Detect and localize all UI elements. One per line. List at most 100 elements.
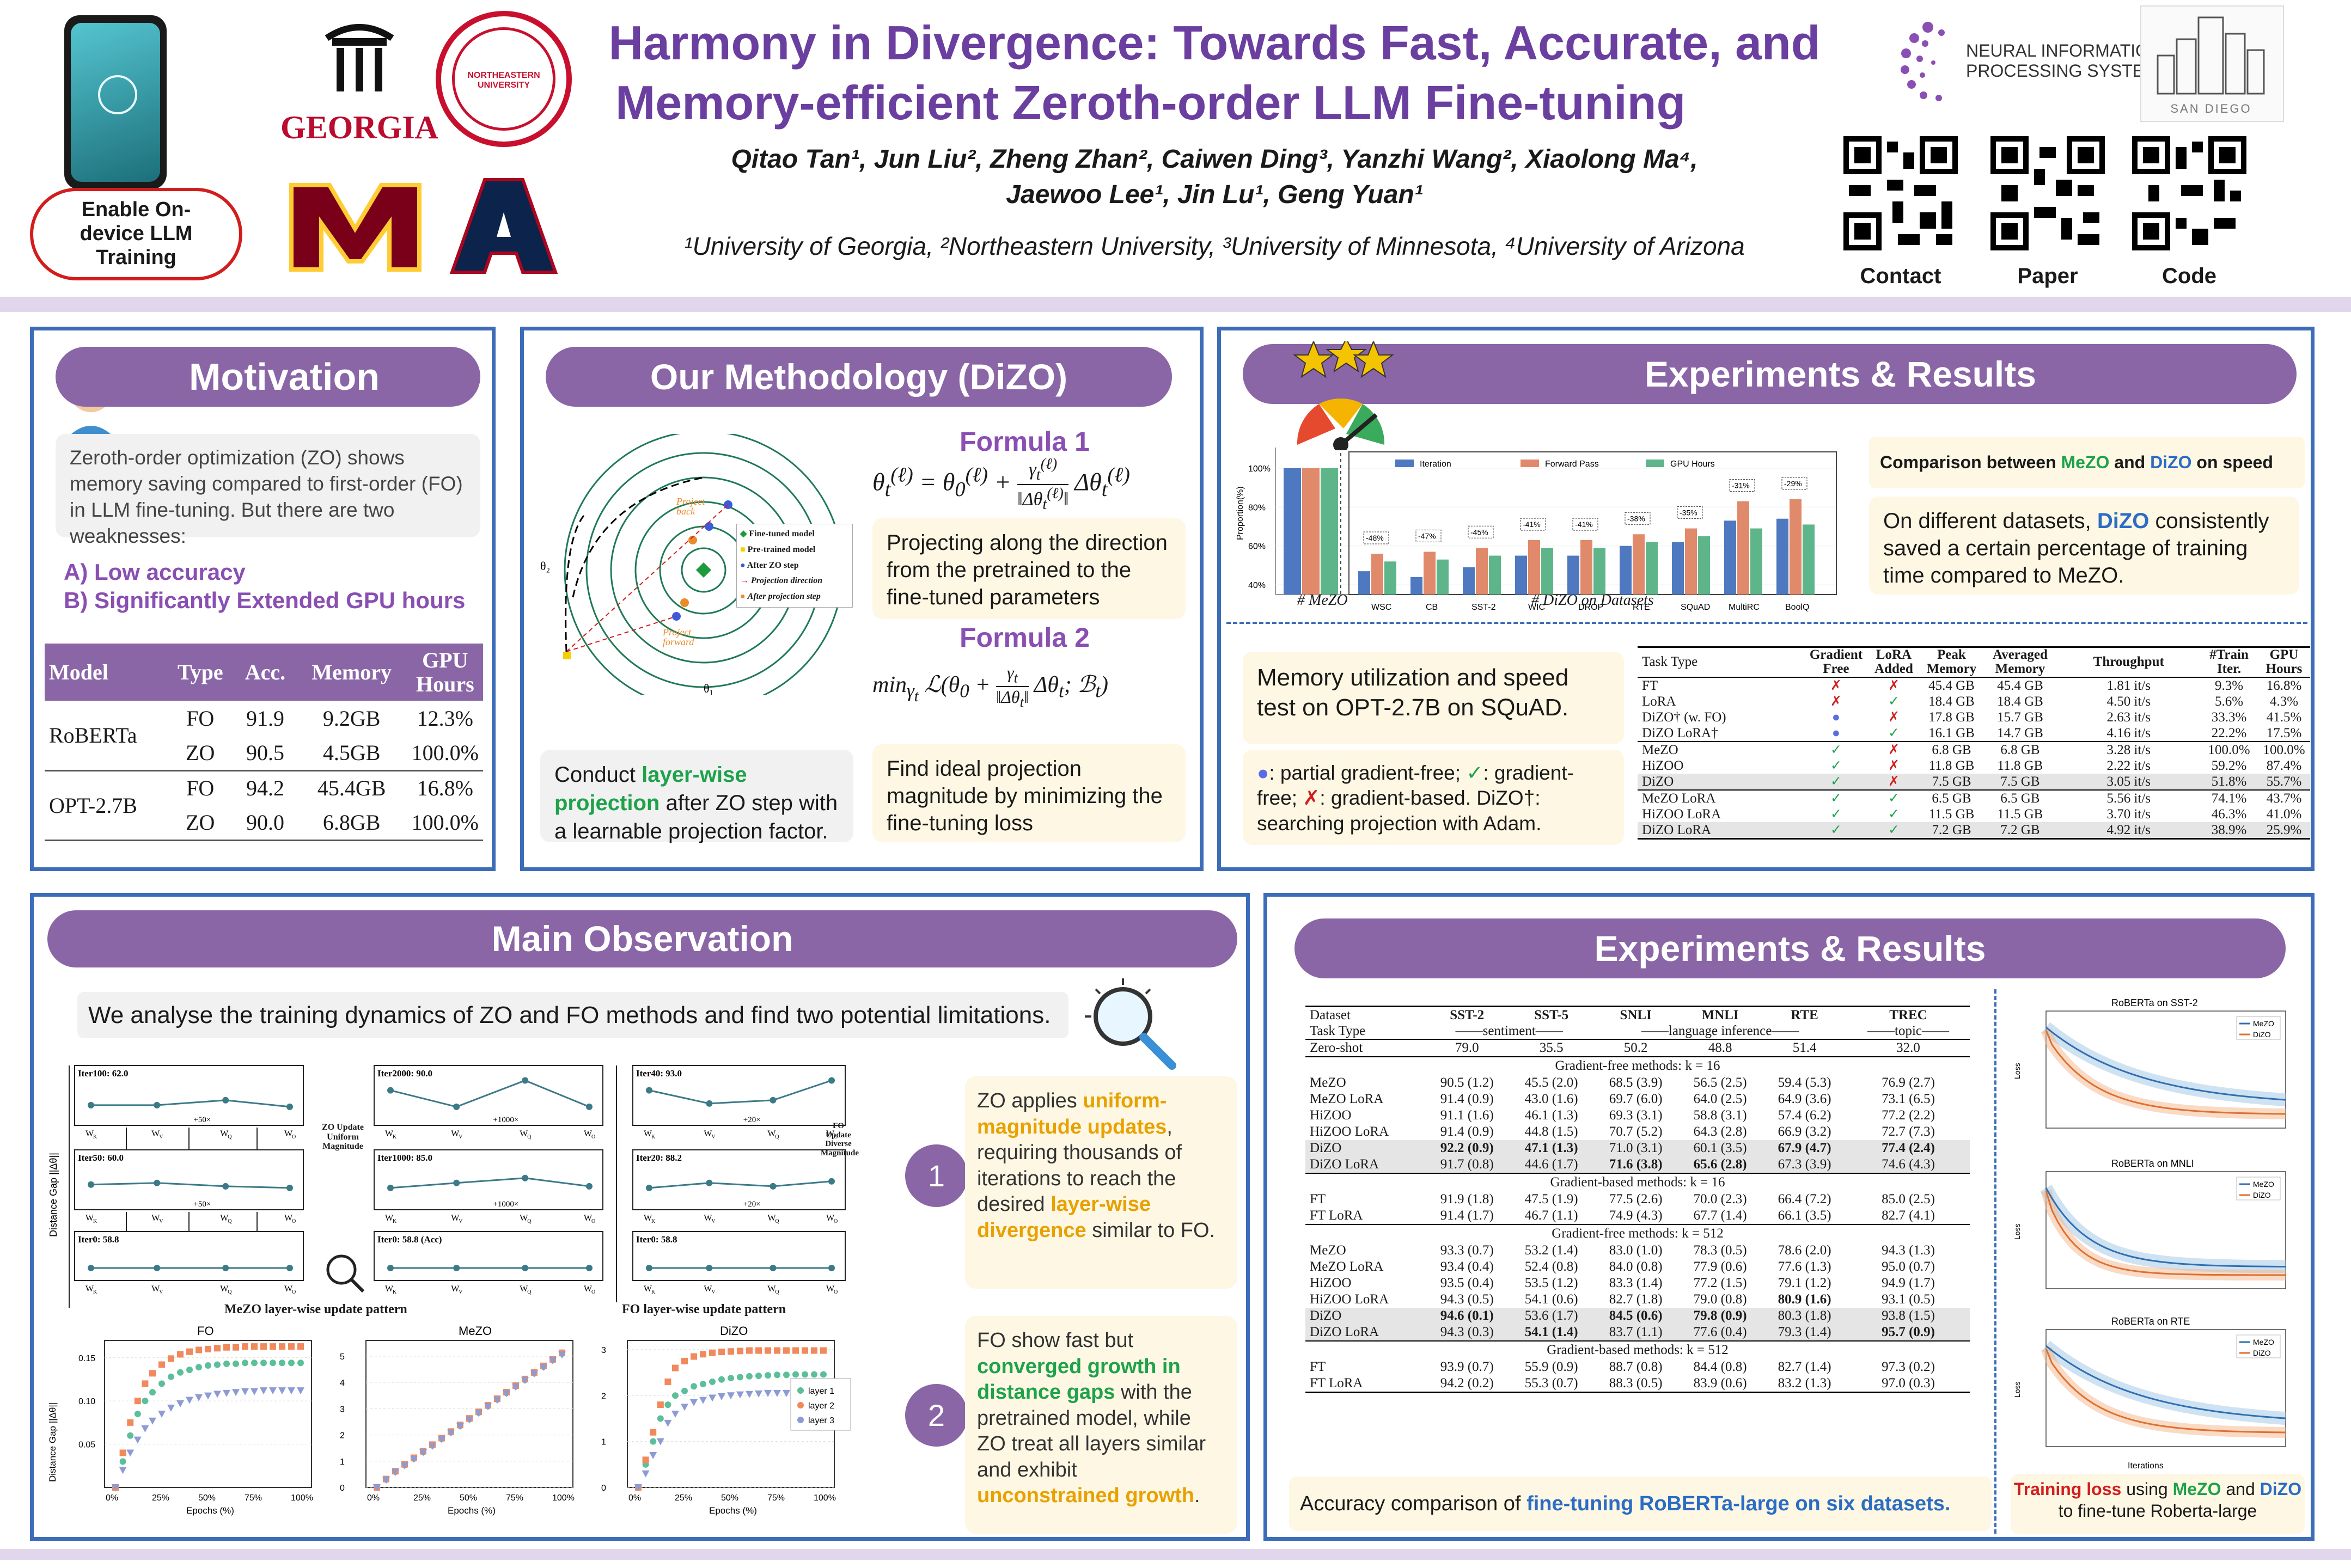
data-point <box>691 1353 697 1360</box>
tick-label: W <box>704 1284 712 1294</box>
reduction-box <box>1677 506 1703 519</box>
data-point <box>278 1387 286 1395</box>
data-point <box>242 1343 248 1350</box>
x-tick-label: 25% <box>413 1493 431 1503</box>
table-cell: DiZO LoRA† <box>1642 725 1718 740</box>
x-tick-label: 50% <box>198 1493 216 1503</box>
data-point <box>297 1387 304 1395</box>
data-point <box>297 1359 304 1367</box>
table-cell: ——language inference—— <box>1641 1024 1799 1038</box>
data-point <box>279 1343 285 1350</box>
panel-label: Iter40: 93.0 <box>636 1068 682 1079</box>
legend-desc: ●: partial gradient-free; ✓: gradient-fr… <box>1243 750 1624 845</box>
x-tick-label: WIC <box>1528 603 1545 612</box>
pattern-point <box>88 1181 94 1188</box>
pattern-panel <box>632 1231 846 1281</box>
formula1-title: Formula 1 <box>960 426 1090 457</box>
multiplier-label: +20× <box>743 1200 761 1209</box>
bar <box>1790 499 1802 595</box>
multiplier-label: +1000× <box>493 1200 518 1209</box>
data-point <box>270 1343 276 1350</box>
table-cell: 4.92 it/s <box>2106 822 2151 837</box>
table-cell: MeZO LoRA <box>1642 791 1716 806</box>
tick-sub: Q <box>527 1134 532 1140</box>
data-point <box>223 1344 230 1351</box>
table-cell: 93.9 (0.7) <box>1440 1359 1494 1374</box>
table-cell: 78.3 (0.5) <box>1693 1243 1747 1258</box>
tick-sub: V <box>459 1218 463 1224</box>
legend-label: MeZO <box>2253 1019 2274 1028</box>
data-point <box>112 1484 119 1491</box>
tick-label: W <box>284 1129 293 1138</box>
table-cell: 67.7 (1.4) <box>1693 1208 1747 1223</box>
pattern-panel <box>374 1149 603 1210</box>
table-cell: 7.2 GB <box>1932 822 1971 837</box>
reduction-box <box>1625 512 1651 525</box>
y-axis-label: Proportion(%) <box>1236 486 1245 540</box>
data-point <box>382 1477 390 1484</box>
legend-label: layer 3 <box>808 1416 834 1425</box>
data-point <box>223 1389 230 1397</box>
tick-sub: V <box>159 1289 163 1295</box>
bar <box>1593 548 1605 595</box>
bar <box>1463 567 1475 595</box>
qr-paper[interactable] <box>1990 136 2105 250</box>
san-diego-logo: SAN DIEGO <box>2140 5 2284 122</box>
qr-contact[interactable] <box>1843 136 1958 250</box>
tick-sub: O <box>591 1134 595 1140</box>
col-header: Averaged Memory <box>1993 647 2048 677</box>
table-cell: 4.16 it/s <box>2106 725 2151 740</box>
y-tick-label: 2 <box>340 1431 345 1441</box>
tick-sub: O <box>591 1218 595 1224</box>
table-cell: 95.7 (0.9) <box>1882 1325 1935 1339</box>
qr-code[interactable] <box>2132 136 2246 250</box>
data-point <box>672 1364 679 1371</box>
table-cell: 79.0 (0.8) <box>1693 1292 1747 1307</box>
table-cell: ✗ <box>1888 742 1900 757</box>
bar <box>1580 540 1592 595</box>
table-cell: LoRA <box>1642 694 1676 709</box>
table-cell: 9.3% <box>2214 678 2244 693</box>
data-point <box>746 1373 753 1380</box>
table-cell: 66.1 (3.5) <box>1778 1208 1831 1223</box>
tick-label: W <box>451 1129 460 1138</box>
tick-label: W <box>151 1129 160 1138</box>
table-cell: ✗ <box>1830 694 1842 709</box>
data-point <box>466 1416 473 1424</box>
data-point <box>269 1387 277 1395</box>
x-tick-label: 0% <box>106 1493 118 1503</box>
data-point <box>186 1396 193 1404</box>
data-point <box>419 1449 427 1456</box>
tick-label: W <box>385 1214 394 1223</box>
tick-sub: K <box>93 1134 97 1140</box>
table-cell: 83.0 (1.0) <box>1609 1243 1663 1258</box>
section-label: Gradient-free methods: k = 512 <box>1552 1226 1724 1241</box>
loss-chart-title: RoBERTa on MNLI <box>2111 1158 2194 1169</box>
table-cell: 35.5 <box>1539 1040 1564 1055</box>
data-point <box>233 1360 239 1367</box>
table-cell: 43.0 (1.6) <box>1524 1092 1578 1106</box>
multiplier-label: +1000× <box>493 1116 518 1124</box>
northeastern-ring-text: NORTHEASTERN UNIVERSITY <box>467 71 540 90</box>
table-cell: 46.3% <box>2211 806 2247 822</box>
table-cell: 4.3% <box>2269 694 2299 709</box>
bar <box>1528 540 1540 595</box>
project-forward-label: Project forward <box>663 627 694 647</box>
dizo-line <box>2045 1030 2286 1115</box>
tick-sub: K <box>93 1289 97 1295</box>
table-cell: 6.8 GB <box>1932 742 1971 757</box>
phone-icon <box>64 15 167 189</box>
tick-label: W <box>385 1129 394 1138</box>
table-cell: 94.9 (1.7) <box>1882 1276 1935 1290</box>
y-axis-label: Loss <box>2013 1223 2022 1240</box>
multiplier-label: +50× <box>193 1200 211 1209</box>
main-obs-intro: We analyse the training dynamics of ZO a… <box>77 992 1068 1038</box>
table-cell: 74.6 (4.3) <box>1882 1157 1935 1172</box>
tick-label: W <box>451 1284 460 1294</box>
table-cell: 77.9 (0.6) <box>1693 1259 1747 1274</box>
y-tick-label: 2 <box>601 1392 606 1401</box>
tick-sub: Q <box>228 1218 232 1224</box>
